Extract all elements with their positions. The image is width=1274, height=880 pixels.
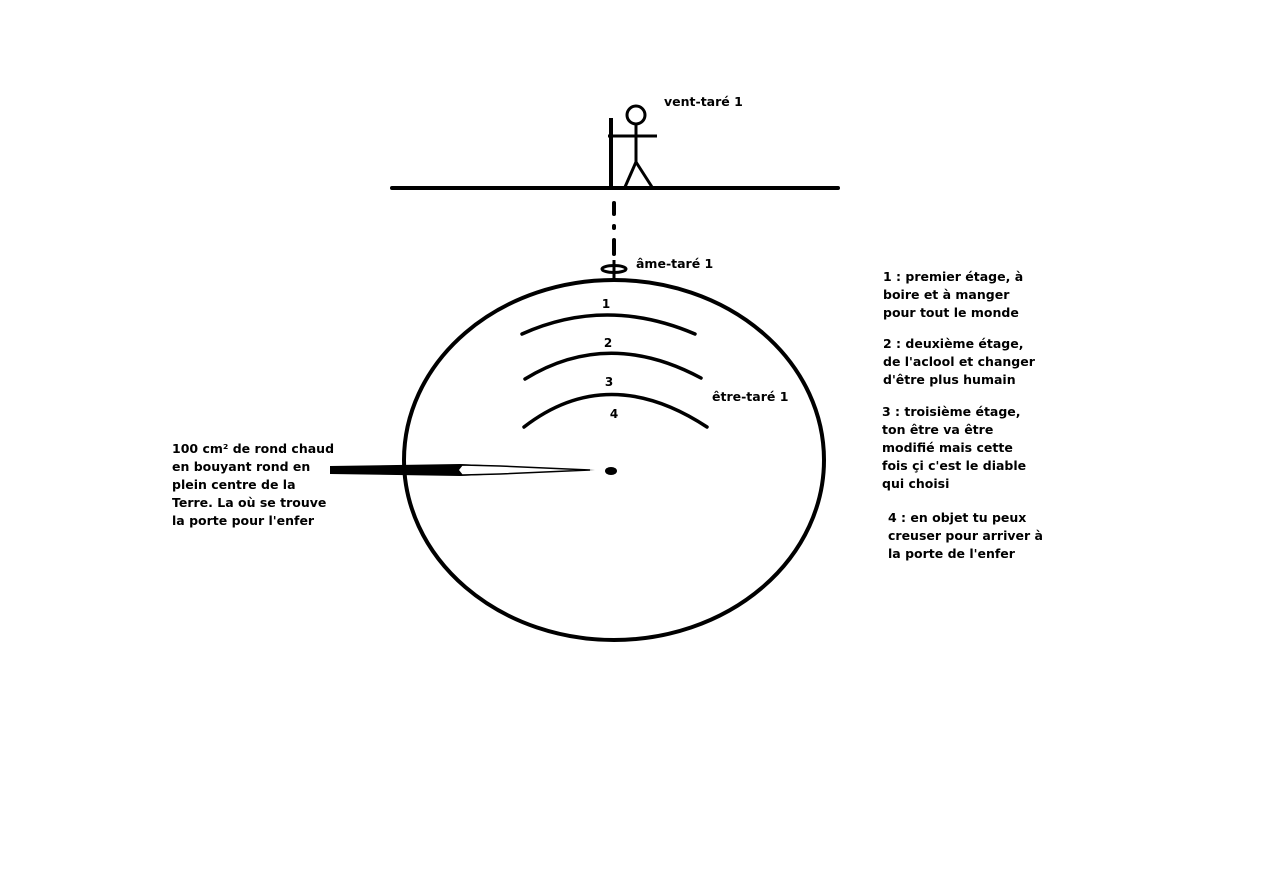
soul-label: âme-taré 1 <box>636 256 714 271</box>
legend-line: pour tout le monde <box>883 305 1019 320</box>
layer-number-1: 1 <box>601 297 611 311</box>
soul-marker-icon <box>600 260 628 279</box>
core-note-line: la porte pour l'enfer <box>172 513 315 528</box>
legend-line: 1 : premier étage, à <box>883 269 1024 284</box>
legend-line: la porte de l'enfer <box>888 546 1015 561</box>
core-note: 100 cm² de rond chaud en bouyant rond en… <box>172 440 334 530</box>
layer-number-3: 3 <box>604 375 614 389</box>
core-pointer <box>330 464 595 476</box>
legend-line: 2 : deuxième étage, <box>883 336 1024 351</box>
legend-line: de l'aclool et changer <box>883 354 1035 369</box>
stick-figure-icon <box>608 104 657 188</box>
legend-line: fois çi c'est le diable <box>882 458 1027 473</box>
core-note-line: 100 cm² de rond chaud <box>172 441 335 456</box>
legend-line: d'être plus humain <box>883 372 1016 387</box>
being-label: être-taré 1 <box>712 389 789 404</box>
layer-arc-1 <box>520 313 697 336</box>
legend-line: creuser pour arriver à <box>888 528 1043 543</box>
legend-line: boire et à manger <box>883 287 1010 302</box>
legend-item-2: 2 : deuxième étage, de l'aclool et chang… <box>883 335 1035 389</box>
legend-line: modifié mais cette <box>882 440 1013 455</box>
layer-arc-3 <box>522 392 709 429</box>
core-note-line: Terre. La où se trouve <box>172 495 327 510</box>
legend-line: 3 : troisième étage, <box>882 404 1021 419</box>
core-note-line: en bouyant rond en <box>172 459 311 474</box>
legend-item-1: 1 : premier étage, à boire et à manger p… <box>883 268 1023 322</box>
earth-circle <box>402 278 826 642</box>
layer-arc-2 <box>523 351 703 381</box>
legend-line: 4 : en objet tu peux <box>888 510 1027 525</box>
layer-number-4: 4 <box>609 407 619 421</box>
legend-item-4: 4 : en objet tu peux creuser pour arrive… <box>888 509 1043 563</box>
legend-line: qui choisi <box>882 476 950 491</box>
layer-number-2: 2 <box>603 336 613 350</box>
legend-line: ton être va être <box>882 422 994 437</box>
core-note-line: plein centre de la <box>172 477 296 492</box>
legend-item-3: 3 : troisième étage, ton être va être mo… <box>882 403 1026 493</box>
core-dot <box>605 467 617 475</box>
surface-person-label: vent-taré 1 <box>664 94 743 109</box>
